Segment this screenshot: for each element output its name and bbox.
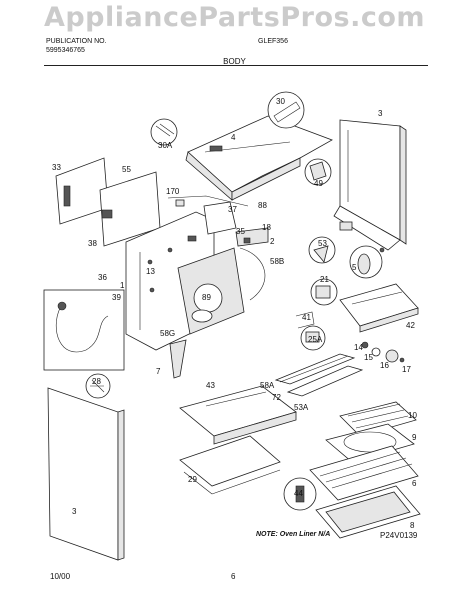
- footer-page: 6: [231, 572, 236, 581]
- callout-5: 5: [352, 263, 357, 272]
- callout-1: 1: [120, 281, 125, 290]
- callout-29: 25A: [308, 335, 323, 344]
- callout-38: 38: [88, 239, 97, 248]
- side-panel-lower: [47, 387, 125, 561]
- callout-42: 43: [206, 381, 215, 390]
- callout-36: 37: [228, 205, 237, 214]
- detail-5-circle: [349, 245, 383, 279]
- callout-33: 33: [52, 163, 61, 172]
- callout-30: 30: [276, 97, 285, 106]
- callout-6: 6: [412, 479, 417, 488]
- detail-30-circle: [267, 91, 305, 129]
- detail-21-circle: [310, 278, 338, 306]
- callout-9: 9: [412, 433, 417, 442]
- oven-liner-8: [315, 485, 421, 539]
- callout-3-upper: 3: [378, 109, 383, 118]
- oven-rack-6: [309, 445, 419, 501]
- door-handle-7: [169, 339, 187, 379]
- clip-41-part: [295, 311, 326, 351]
- callout-4: 4: [231, 133, 236, 142]
- callout-3-lower: 3: [72, 507, 77, 516]
- publication-number: 5995346765: [46, 47, 85, 54]
- callout-43: 44: [294, 489, 303, 498]
- callout-28: 28: [92, 377, 101, 386]
- watermark: AppliancePartsPros.com: [43, 2, 426, 33]
- detail-49-circle: [304, 158, 332, 186]
- callout-14: 14: [354, 343, 363, 352]
- callout-18: 18: [262, 223, 271, 232]
- callout-44: 53: [318, 239, 327, 248]
- callout-35: 35: [236, 227, 245, 236]
- rear-panel-part: [55, 157, 161, 247]
- detail-30a-circle: [150, 118, 178, 146]
- callout-7: 7: [156, 367, 161, 376]
- callout-53: 53A: [294, 403, 309, 412]
- publication-label: PUBLICATION NO.: [46, 38, 107, 45]
- broil-grid-10: [339, 401, 417, 437]
- callout-10: 10: [408, 411, 417, 420]
- section-title: BODY: [223, 57, 246, 66]
- detail-28-circle: [85, 373, 111, 399]
- callout-39: 39: [112, 293, 121, 302]
- callout-41: 41: [302, 313, 311, 322]
- callout-16: 16: [380, 361, 389, 370]
- callout-72: 89: [202, 293, 211, 302]
- callout-55: 55: [122, 165, 131, 174]
- broil-pan-9: [325, 423, 415, 463]
- callout-58b: 58G: [160, 329, 175, 338]
- callout-89: 170: [166, 187, 180, 196]
- callout-49: 49: [314, 179, 323, 188]
- drawer-25a: [179, 435, 281, 495]
- callout-15: 15: [364, 353, 373, 362]
- diagram-code: P24V0139: [380, 531, 418, 540]
- header-rule: [44, 65, 428, 66]
- callout-13: 13: [146, 267, 155, 276]
- oven-rails: [274, 353, 364, 397]
- footer-date: 10/00: [50, 572, 71, 581]
- callout-40: 42: [406, 321, 415, 330]
- oven-liner-note: NOTE: Oven Liner N/A: [256, 531, 331, 538]
- callout-30a: 30A: [158, 141, 173, 150]
- broil-pan-part: [339, 283, 419, 333]
- detail-43-circle: [283, 477, 317, 511]
- callout-17: 17: [402, 365, 411, 374]
- door-panel-upper: [333, 119, 407, 251]
- bracket-parts: [167, 195, 269, 247]
- callout-58g: 72: [272, 393, 281, 402]
- detail-44-circle: [308, 236, 336, 264]
- callout-25a: 29: [188, 475, 197, 484]
- drawer-bottom-42: [179, 385, 297, 445]
- callout-58a: 58B: [270, 257, 284, 266]
- callout-37: 36: [98, 273, 107, 282]
- callout-53a: 58A: [260, 381, 275, 390]
- oven-duct-part: [177, 247, 266, 335]
- cooktop-frame-part: [185, 115, 333, 201]
- power-cord-box: [43, 289, 125, 371]
- callout-88: 88: [258, 201, 267, 210]
- callout-21: 21: [320, 275, 329, 284]
- knob-parts: [361, 341, 405, 363]
- hinge-170-part: [339, 221, 385, 253]
- callout-2: 2: [270, 237, 275, 246]
- callout-8: 8: [410, 521, 415, 530]
- model-number: GLEF356: [258, 38, 288, 45]
